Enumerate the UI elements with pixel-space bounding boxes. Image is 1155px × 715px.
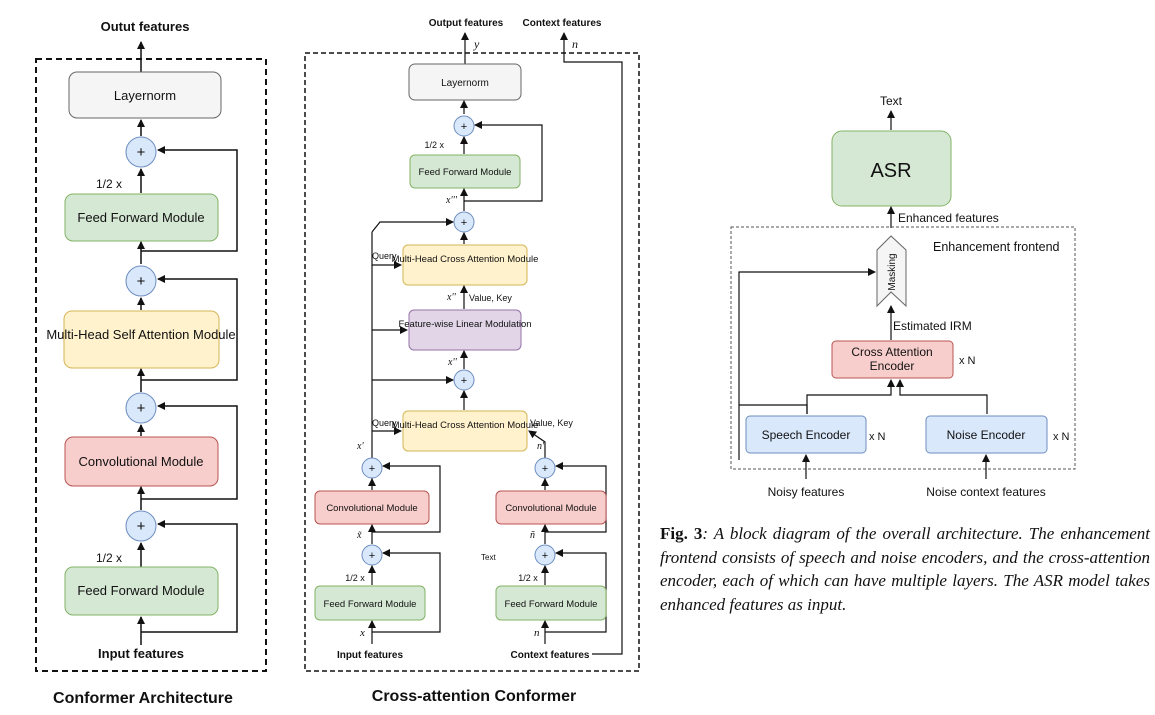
plus-glyph: + [461,375,467,387]
system-speech-encoder-label: Speech Encoder [762,428,851,442]
cross-film [408,309,522,351]
cross-ffm-right [495,585,607,621]
conformer-plus-3 [125,392,157,424]
cross-context-out-label: Context features [523,18,602,29]
plus-glyph: + [369,550,375,562]
cross-film-label: Feature-wise Linear Modulation [398,319,531,330]
cross-value-key-top: Value, Key [469,293,512,303]
conformer-plus-2 [125,265,157,297]
masking-label: Masking [887,253,898,290]
cross-border [304,52,640,672]
cross-ffm-right-label: Feed Forward Module [505,599,598,610]
conformer-layernorm [68,71,222,119]
conformer-ffm-bottom [64,566,219,616]
cross-value-key-bottom: Value, Key [530,418,573,428]
cross-half-right: 1/2 x [518,573,538,583]
cross-nprime: n' [537,441,545,452]
system-xn1: x N [959,355,976,367]
cross-conv-right [495,490,607,525]
system-text-out: Text [880,94,903,108]
system-noise-ctx: Noise context features [926,485,1045,499]
conformer-border [35,58,267,672]
system-panel: Text ASR Enhanced features Enhancement f… [730,94,1076,499]
cross-panel: Output features Context features y n Lay… [304,18,640,705]
conformer-ffm-bottom-label: Feed Forward Module [77,583,204,598]
plus-glyph: + [461,121,467,133]
cross-conv-right-label: Convolutional Module [505,503,596,514]
cross-output-label: Output features [429,18,504,29]
cross-n-top: n [572,37,578,51]
cross-query-top: Query [372,251,397,261]
cross-mhca-top-label: Multi-Head Cross Attention Module [392,254,539,265]
system-speech-encoder [745,415,867,454]
conformer-mhsa-label: Multi-Head Self Attention Module [46,327,235,342]
figure-caption: Fig. 3: A block diagram of the overall a… [660,522,1150,616]
system-asr-label: ASR [870,160,911,182]
plus-glyph: + [137,144,146,161]
system-frontend-label: Enhancement frontend [933,240,1060,254]
conformer-title: Conformer Architecture [53,690,233,707]
caption-label: Fig. 3 [660,524,703,543]
cross-x1: x'' [447,357,458,368]
plus-glyph: + [369,463,375,475]
conformer-plus-4 [125,510,157,542]
enhancement-frontend-box [730,226,1076,470]
cross-title: Cross-attention Conformer [372,688,576,705]
plus-glyph: + [137,518,146,535]
system-noise-encoder [925,415,1048,454]
system-xn2: x N [869,431,886,443]
cross-ffm-top-label: Feed Forward Module [419,167,512,178]
system-irm: Estimated IRM [893,319,972,333]
conformer-input-label: Input features [98,646,184,661]
system-enhanced: Enhanced features [898,211,999,225]
conformer-ffm-top-label: Feed Forward Module [77,210,204,225]
cross-stray-text: Text [481,553,496,562]
conformer-layernorm-label: Layernorm [114,88,176,103]
conformer-half-bottom: 1/2 x [96,551,122,565]
cross-xtilde: x̃ [356,530,362,541]
cross-half-left: 1/2 x [345,573,365,583]
plus-glyph: + [461,217,467,229]
cross-y: y [473,37,480,51]
cross-half-top: 1/2 x [424,140,444,150]
cross-n: n [534,627,540,639]
system-xn3: x N [1053,431,1070,443]
plus-glyph: + [137,273,146,290]
system-noise-encoder-label: Noise Encoder [947,428,1026,442]
cross-conv-left-label: Convolutional Module [326,503,417,514]
masking-block [876,235,907,308]
cross-layernorm-label: Layernorm [441,78,489,89]
cross-mhca-bottom [402,410,528,452]
cross-xprime: x' [356,441,364,452]
plus-glyph: + [542,463,548,475]
cross-ntilde: ñ [530,530,535,541]
system-noisy: Noisy features [768,485,845,499]
system-cross-encoder [831,340,954,379]
conformer-output-label: Outut features [101,19,190,34]
cross-mhca-bottom-label: Multi-Head Cross Attention Module [392,420,539,431]
cross-context-in-label: Context features [511,650,590,661]
cross-ffm-left-label: Feed Forward Module [324,599,417,610]
plus-glyph: + [542,550,548,562]
conformer-half-top: 1/2 x [96,177,122,191]
cross-input-label: Input features [337,650,404,661]
cross-mhca-top [402,244,528,286]
cross-x: x [359,627,365,639]
plus-glyph: + [137,400,146,417]
cross-query-bottom: Query [372,418,397,428]
cross-x2: x'' [446,292,457,303]
conformer-plus-1 [125,136,157,168]
conformer-conv-label: Convolutional Module [78,454,203,469]
caption-text: : A block diagram of the overall archite… [660,524,1151,614]
cross-x3: x''' [445,195,458,206]
conformer-panel: Outut features Layernorm + 1/2 x Feed Fo… [35,19,267,707]
